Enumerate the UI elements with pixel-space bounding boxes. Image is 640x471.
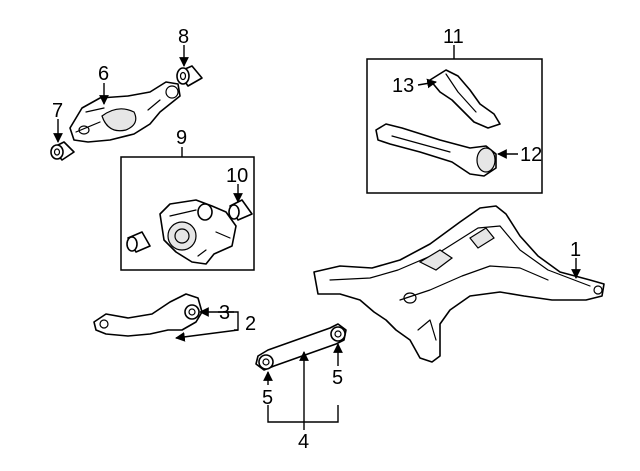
callout-7: 7 — [52, 100, 63, 122]
trailing-arm-12 — [375, 123, 497, 177]
subframe — [313, 205, 605, 363]
callout-4: 4 — [298, 431, 309, 453]
callout-1: 1 — [570, 239, 581, 261]
leader-lines — [53, 45, 581, 430]
upper-control-arm — [69, 81, 181, 143]
bushing-10 — [228, 199, 253, 221]
callout-10: 10 — [226, 165, 248, 187]
bushing-7 — [50, 141, 75, 161]
toe-link-4 — [255, 323, 347, 371]
lateral-link-2 — [93, 293, 203, 337]
bracket-13 — [429, 69, 501, 129]
bushing-9-inner — [126, 231, 151, 253]
knuckle — [159, 199, 237, 265]
callout-8: 8 — [178, 26, 189, 48]
callout-5-left: 5 — [262, 387, 273, 409]
callout-11: 11 — [443, 26, 464, 48]
callout-6: 6 — [98, 63, 109, 85]
callout-2: 2 — [245, 313, 256, 335]
callout-13: 13 — [392, 75, 414, 97]
callout-5-right: 5 — [332, 367, 343, 389]
callout-12: 12 — [520, 144, 542, 166]
callout-3: 3 — [219, 302, 230, 324]
bushing-8 — [176, 65, 203, 87]
callout-9: 9 — [176, 127, 187, 149]
knuckle-assembly-box — [120, 156, 255, 271]
